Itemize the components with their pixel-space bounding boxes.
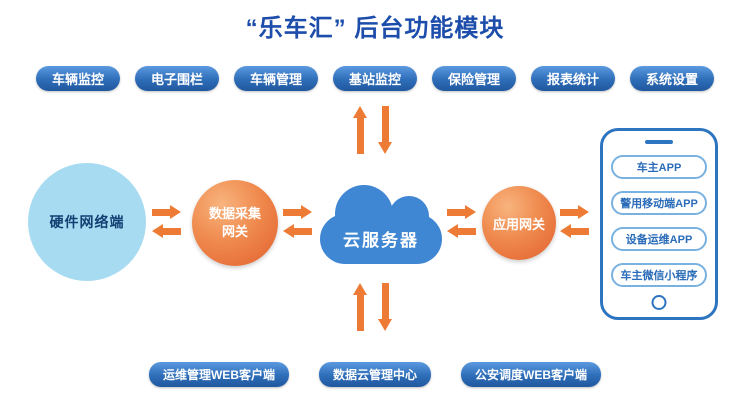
arrow-right-icon [152, 205, 181, 219]
data-gateway-label-line1: 数据采集 [208, 205, 261, 221]
arrow-up-icon [353, 106, 367, 154]
top-modules-row: 车辆监控 电子围栏 车辆管理 基站监控 保险管理 报表统计 系统设置 [36, 66, 714, 91]
arrow-left-icon [283, 224, 312, 238]
arrow-pair-cloud-appgateway [447, 205, 476, 238]
bottom-module-pill: 运维管理WEB客户端 [148, 362, 289, 387]
phone-app-pill: 车主微信小程序 [611, 263, 707, 287]
phone-app-pill: 车主APP [611, 155, 707, 179]
arrow-left-icon [447, 224, 476, 238]
hardware-network-node: 硬件网络端 [28, 163, 146, 281]
arrow-right-icon [447, 205, 476, 219]
phone-app-pill: 警用移动端APP [611, 191, 707, 215]
arrow-up-icon [353, 283, 367, 331]
top-module-pill: 保险管理 [432, 66, 516, 91]
top-module-pill: 电子围栏 [135, 66, 219, 91]
top-module-pill: 车辆监控 [36, 66, 120, 91]
cloud-server-node: 云服务器 [320, 185, 442, 264]
phone-home-button-icon [651, 295, 667, 310]
arrow-down-icon [378, 283, 392, 331]
top-module-pill: 报表统计 [531, 66, 615, 91]
bottom-module-pill: 数据云管理中心 [318, 362, 431, 387]
phone-app-list: 车主APP 警用移动端APP 设备运维APP 车主微信小程序 [611, 155, 707, 287]
arrow-down-icon [378, 106, 392, 154]
data-gateway-label-line2: 网关 [221, 224, 248, 239]
top-module-pill: 系统设置 [630, 66, 714, 91]
data-collect-gateway-node: 数据采集 网关 [192, 180, 278, 266]
app-gateway-node: 应用网关 [482, 186, 556, 260]
arrow-right-icon [560, 205, 589, 219]
cloud-shape [320, 185, 442, 264]
arrow-pair-cloud-clients [353, 283, 392, 331]
top-module-pill: 车辆管理 [234, 66, 318, 91]
bottom-module-pill: 公安调度WEB客户端 [461, 362, 601, 387]
top-module-pill: 基站监控 [333, 66, 417, 91]
arrow-pair-gateway-cloud [283, 205, 312, 238]
app-gateway-label: 应用网关 [492, 216, 545, 232]
arrow-left-icon [152, 224, 181, 238]
arrow-right-icon [283, 205, 312, 219]
phone-frame: 车主APP 警用移动端APP 设备运维APP 车主微信小程序 [600, 128, 718, 320]
arrow-pair-appgateway-phone [560, 205, 589, 238]
phone-speaker-icon [645, 140, 673, 144]
phone-app-pill: 设备运维APP [611, 227, 707, 251]
cloud-server-label: 云服务器 [343, 231, 419, 250]
page-title: “乐车汇” 后台功能模块 [245, 15, 505, 42]
arrow-left-icon [560, 224, 589, 238]
bottom-clients-row: 运维管理WEB客户端 数据云管理中心 公安调度WEB客户端 [0, 362, 750, 387]
arrow-pair-hardware-gateway [152, 205, 181, 238]
arrow-pair-modules-cloud [353, 106, 392, 154]
